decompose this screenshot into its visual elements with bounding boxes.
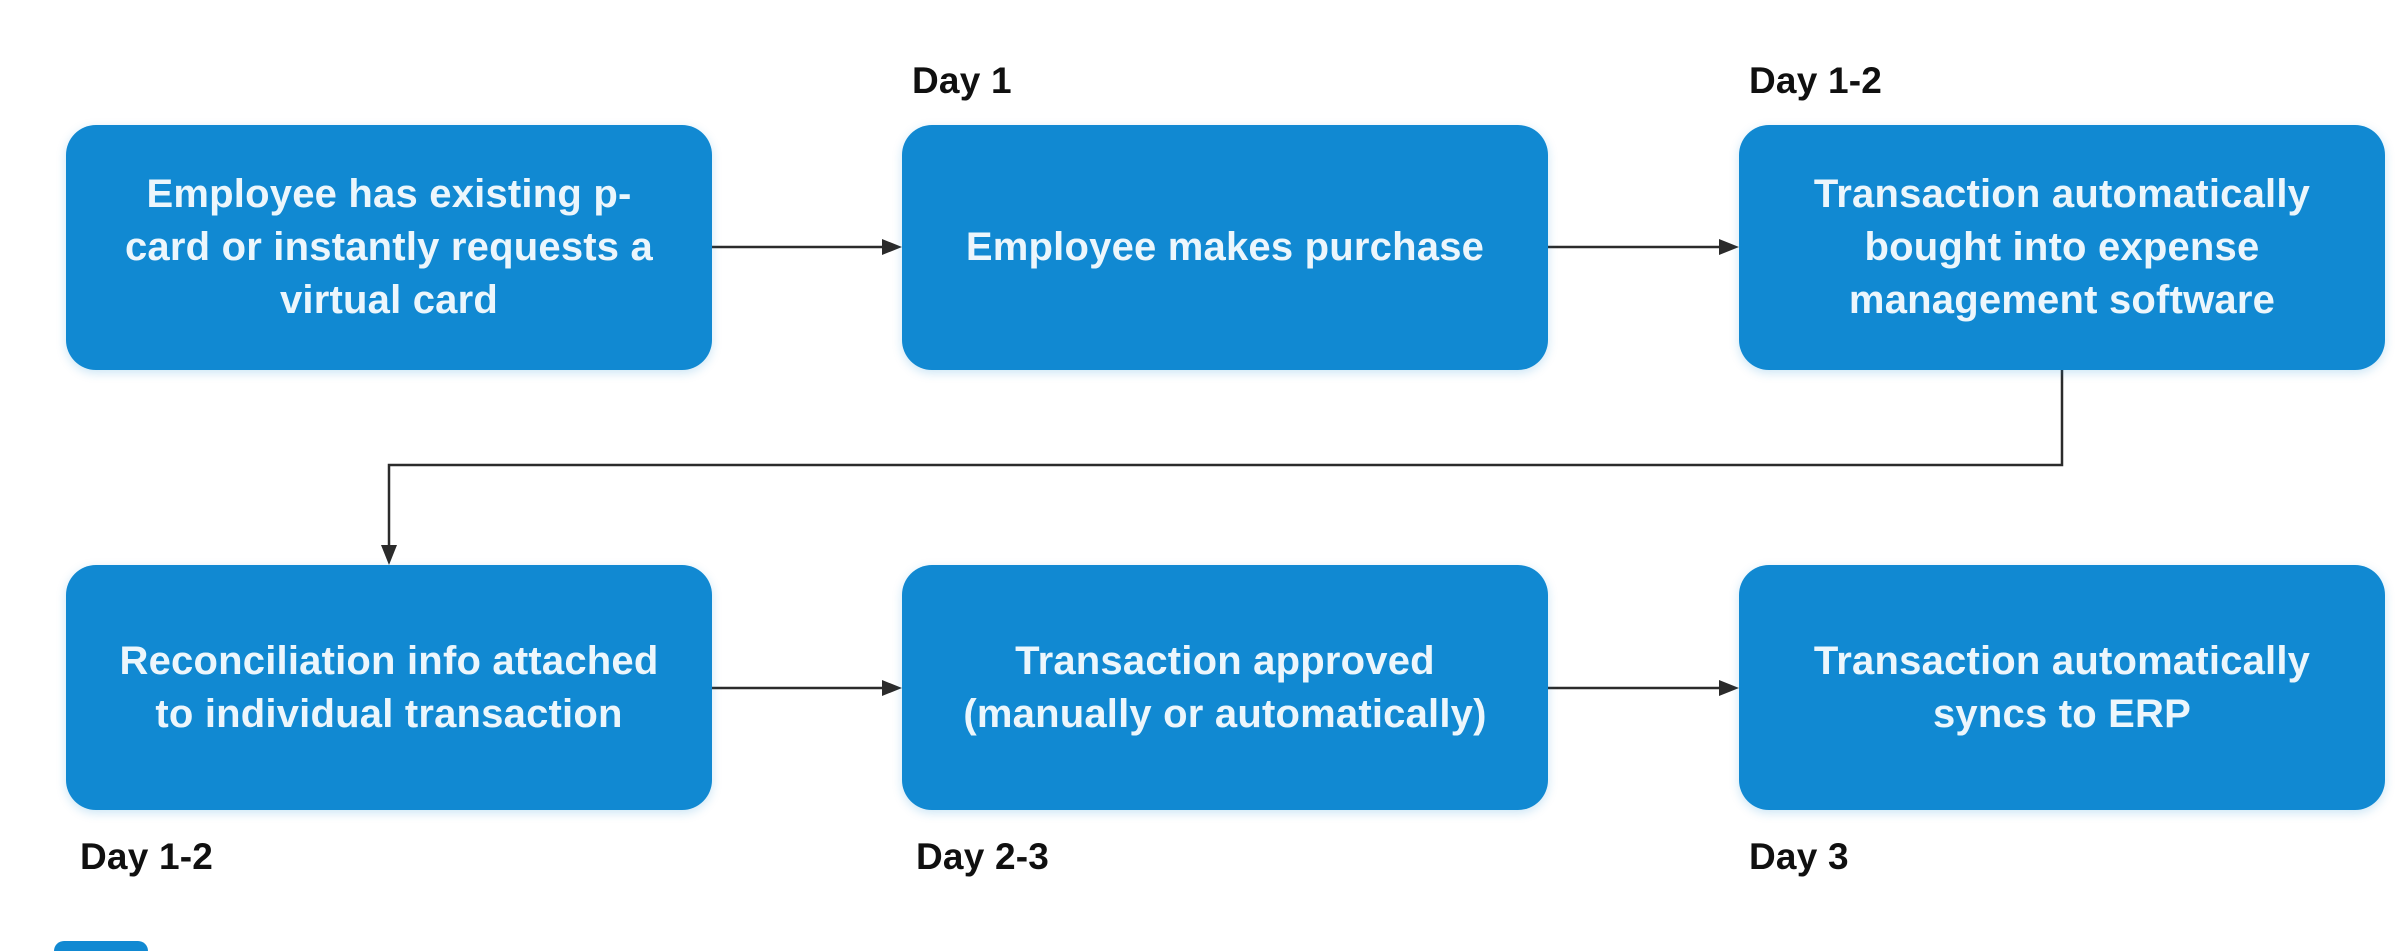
arrowhead-into-box5-icon — [882, 680, 902, 696]
day-label-below-box5: Day 2-3 — [916, 836, 1050, 877]
flow-node-transaction-approved: Transaction approved (manually or automa… — [902, 565, 1548, 810]
flow-node-label: Transaction automatically syncs to ERP — [1813, 638, 2311, 736]
flow-node-reconciliation-info: Reconciliation info attached to individu… — [66, 565, 712, 810]
cutoff-box-fragment — [54, 941, 148, 951]
flow-node-label: Transaction automatically bought into ex… — [1813, 172, 2311, 322]
flow-node-existing-pcard: Employee has existing p-card or instantl… — [66, 125, 712, 370]
flow-node-label: Employee makes purchase — [965, 225, 1485, 270]
day-label-above-box2: Day 1 — [912, 60, 1012, 101]
flow-node-brought-into-software: Transaction automatically bought into ex… — [1739, 125, 2385, 370]
arrowhead-into-box2-icon — [882, 239, 902, 255]
connector-box3-box4-elbow — [387, 370, 2064, 547]
day-label-below-box4: Day 1-2 — [80, 836, 214, 877]
flow-node-makes-purchase: Employee makes purchase — [902, 125, 1548, 370]
flow-node-label: Reconciliation info attached to individu… — [119, 638, 659, 736]
flow-node-syncs-to-erp: Transaction automatically syncs to ERP — [1739, 565, 2385, 810]
arrowhead-into-box4-icon — [381, 545, 397, 565]
arrowhead-into-box3-icon — [1719, 239, 1739, 255]
flow-node-label: Employee has existing p-card or instantl… — [124, 172, 653, 322]
day-label-below-box6: Day 3 — [1749, 836, 1849, 877]
arrowhead-into-box6-icon — [1719, 680, 1739, 696]
day-label-above-box3: Day 1-2 — [1749, 60, 1883, 101]
flow-node-label: Transaction approved (manually or automa… — [963, 638, 1487, 736]
